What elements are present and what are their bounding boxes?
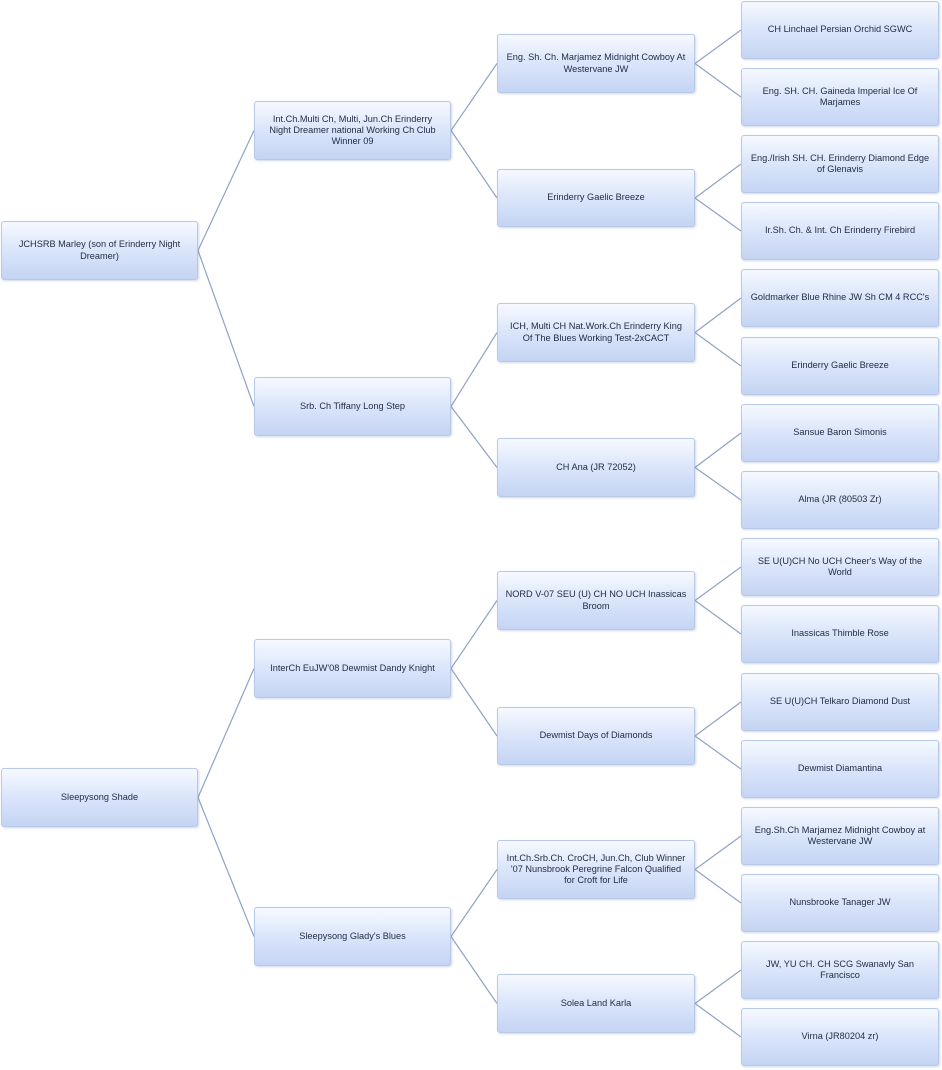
node-dam-dam-sire-sire: Eng.Sh.Ch Marjamez Midnight Cowboy at We… — [741, 807, 939, 865]
node-dam-dam-dam-dam: Virna (JR80204 zr) — [741, 1008, 939, 1066]
node-sire-dam-dam-dam: Alma (JR (80503 Zr) — [741, 471, 939, 529]
node-dam-dam-sire: Int.Ch.Srb.Ch. CroCH, Jun.Ch, Club Winne… — [497, 840, 695, 899]
node-dam-dam-dam: Solea Land Karla — [497, 974, 695, 1033]
node-sire-sire-sire-sire: CH Linchael Persian Orchid SGWC — [741, 1, 939, 59]
node-dam-sire-sire: NORD V-07 SEU (U) CH NO UCH Inassicas Br… — [497, 571, 695, 630]
node-dam-dam-dam-sire: JW, YU CH. CH SCG Swanavly San Francisco — [741, 941, 939, 999]
connector-sire-dam-sire — [450, 332, 498, 407]
node-dam-dam: Sleepysong Glady's Blues — [254, 907, 451, 966]
connector-sire-dam-dam — [450, 406, 498, 468]
node-dam: Sleepysong Shade — [1, 768, 198, 827]
connector-dam-sire-dam — [450, 668, 498, 737]
connector-dam-sire-sire-sire — [694, 566, 742, 601]
connector-sire-sire-sire-dam — [694, 63, 742, 98]
connector-dam-sire-sire-dam — [694, 600, 742, 635]
node-dam-sire-sire-dam: Inassicas Thimble Rose — [741, 605, 939, 663]
node-sire-dam-sire-sire: Goldmarker Blue Rhine JW Sh CM 4 RCC's — [741, 269, 939, 327]
connector-sire-dam — [197, 250, 255, 407]
node-dam-sire-sire-sire: SE U(U)CH No UCH Cheer's Way of the Worl… — [741, 538, 939, 596]
node-dam-sire-dam-sire: SE U(U)CH Telkaro Diamond Dust — [741, 673, 939, 731]
node-sire-sire-dam-sire: Eng./Irish SH. CH. Erinderry Diamond Edg… — [741, 135, 939, 193]
node-sire-dam-sire: ICH, Multi CH Nat.Work.Ch Erinderry King… — [497, 303, 695, 362]
node-sire-sire-sire-dam: Eng. SH. CH. Gaineda Imperial Ice Of Mar… — [741, 68, 939, 126]
connector-dam-dam-dam-dam — [694, 1003, 742, 1038]
connector-dam-sire — [197, 668, 255, 798]
node-sire: JCHSRB Marley (son of Erinderry Night Dr… — [1, 221, 198, 280]
connector-sire-sire-dam-sire — [694, 163, 742, 199]
connector-dam-sire-dam-sire — [694, 701, 742, 737]
node-dam-sire-dam-dam: Dewmist Diamantina — [741, 740, 939, 798]
connector-sire-sire-sire-sire — [694, 29, 742, 64]
connector-dam-dam-dam — [450, 936, 498, 1004]
node-sire-dam: Srb. Ch Tiffany Long Step — [254, 377, 451, 436]
node-sire-dam-sire-dam: Erinderry Gaelic Breeze — [741, 337, 939, 395]
connector-sire-sire-dam — [450, 130, 498, 199]
connector-sire-dam-dam-sire — [694, 432, 742, 468]
node-dam-sire: InterCh EuJW'08 Dewmist Dandy Knight — [254, 639, 451, 698]
connector-dam-dam-dam-sire — [694, 969, 742, 1004]
connector-sire-dam-sire-dam — [694, 332, 742, 367]
node-dam-dam-sire-dam: Nunsbrooke Tanager JW — [741, 874, 939, 932]
node-sire-sire-sire: Eng. Sh. Ch. Marjamez Midnight Cowboy At… — [497, 34, 695, 93]
connector-dam-sire-dam-dam — [694, 735, 742, 770]
connector-dam-dam-sire-sire — [694, 835, 742, 870]
connector-sire-dam-sire-sire — [694, 297, 742, 333]
connector-sire-sire-sire — [450, 63, 498, 131]
connector-sire-sire-dam-dam — [694, 197, 742, 232]
connector-sire-dam-dam-dam — [694, 467, 742, 501]
node-sire-dam-dam-sire: Sansue Baron Simonis — [741, 404, 939, 462]
connector-dam-dam-sire-dam — [694, 869, 742, 904]
node-sire-sire: Int.Ch.Multi Ch, Multi, Jun.Ch Erinderry… — [254, 101, 451, 160]
connector-dam-dam-sire — [450, 869, 498, 937]
node-dam-sire-dam: Dewmist Days of Diamonds — [497, 707, 695, 765]
connector-sire-sire — [197, 130, 255, 251]
node-sire-dam-dam: CH Ana (JR 72052) — [497, 438, 695, 497]
node-sire-sire-dam: Erinderry Gaelic Breeze — [497, 169, 695, 227]
connector-dam-sire-sire — [450, 600, 498, 669]
connector-dam-dam — [197, 797, 255, 937]
node-sire-sire-dam-dam: Ir.Sh. Ch. & Int. Ch Erinderry Firebird — [741, 202, 939, 260]
